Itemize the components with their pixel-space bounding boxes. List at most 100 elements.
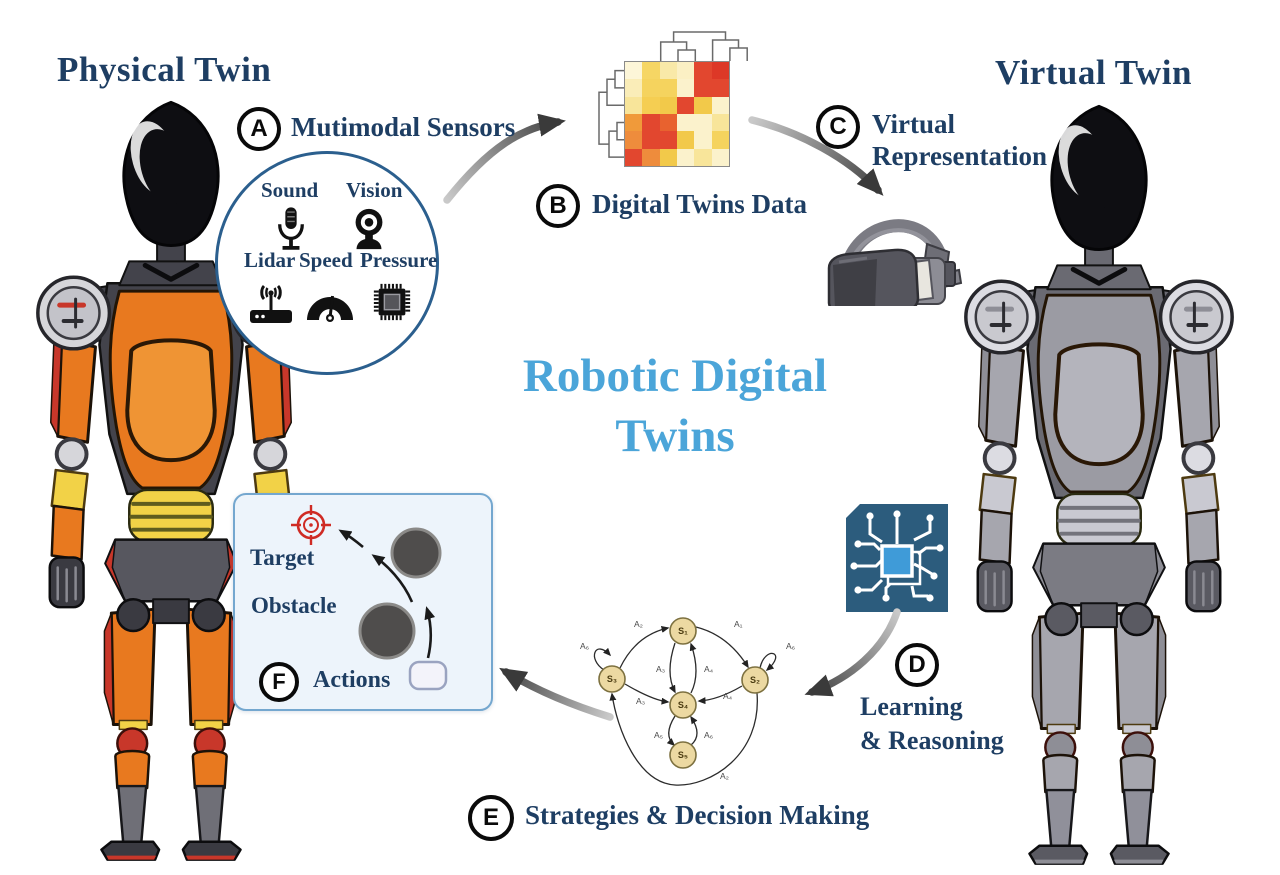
heatmap-cell [694,148,712,166]
actions-scene [338,527,448,691]
step-letter-b: B [549,192,567,219]
step-badge-e: E [468,795,514,841]
heatmap-cell [711,148,729,166]
arrow-learning-to-strategies [804,608,901,697]
step-badge-f: F [259,662,299,702]
heatmap-cell [711,79,729,97]
step-label-b: Digital Twins Data [592,189,808,219]
agent-marker [408,660,448,691]
heatmap-top-dendrogram [659,31,748,61]
action-arrow-2 [371,554,414,603]
state-node-s5 [669,741,697,769]
state-edge-label: A₃ [656,664,665,674]
heatmap-cell [711,131,729,149]
state-node-s2 [741,666,769,694]
main-title-line1: Robotic Digital [522,350,828,402]
step-label-d-line2: & Reasoning [860,726,1004,755]
step-badge-b: B [536,184,580,228]
heatmap-cell [659,114,677,132]
heatmap-cell [694,131,712,149]
step-label-d-line1: Learning [860,692,963,721]
state-node-label: S₂ [750,675,760,685]
step-label-a: Mutimodal Sensors [291,112,516,142]
obstacle-circle-top [390,527,442,579]
state-edge-label: A₅ [654,730,663,740]
heatmap-cell [677,148,695,166]
main-title-line2: Twins [615,410,735,463]
state-edge-label: A₂ [634,619,643,629]
heatmap-cell [625,62,643,80]
step-label-c-line1: Virtual [872,109,955,139]
sensor-circle: Sound Vision Lidar Speed Pressure [215,151,439,375]
heatmap-cell [659,96,677,114]
step-letter-e: E [482,804,499,831]
heatmap-cell [625,131,643,149]
digital-twins-data-heatmap [593,28,748,170]
heatmap-cell [694,62,712,80]
heatmap-cell [677,79,695,97]
step-badge-d: D [895,643,939,687]
sensor-label-pressure: Pressure [360,248,438,272]
heatmap-cell [711,114,729,132]
state-edge-label: A₆ [704,730,713,740]
pressure-chip-icon [373,283,411,321]
heatmap-cell [711,96,729,114]
step-letter-d: D [908,651,926,678]
state-node-label: S₃ [607,674,617,684]
state-node-s4 [669,691,697,719]
heatmap-cell [694,79,712,97]
step-badge-c: C [816,105,860,149]
sensor-label-speed: Speed [299,248,353,272]
action-arrow-3 [338,529,364,548]
step-letter-c: C [829,113,847,140]
state-edge-label: A₃ [636,696,645,706]
step-letter-f: F [272,669,286,694]
heatmap-cell [625,79,643,97]
target-icon [291,505,331,545]
heatmap-cell [642,62,660,80]
step-badge-a: A [237,107,281,151]
target-label: Target [250,545,315,570]
heatmap-cell [642,96,660,114]
state-node-label: S₅ [678,750,688,760]
state-edge-label: A₁ [734,619,743,629]
heatmap-cell [694,114,712,132]
heatmap-cell [677,62,695,80]
vr-headset-icon [827,219,963,306]
step-label-e: Strategies & Decision Making [525,800,870,830]
heatmap-cell [659,62,677,80]
microphone-icon [278,207,304,250]
heatmap-cell [625,96,643,114]
state-node-label: S₁ [678,626,688,636]
state-node-label: S₄ [678,700,688,710]
heatmap-cell [625,148,643,166]
heatmap-cell [694,96,712,114]
main-title: Robotic Digital Twins [440,346,910,466]
step-label-f: Actions [313,667,391,693]
step-letter-a: A [250,115,268,142]
heatmap-cell [625,114,643,132]
heatmap-cell [642,114,660,132]
state-edge-label: A₄ [723,691,733,701]
heatmap-cell [659,131,677,149]
obstacle-label: Obstacle [251,593,337,618]
circuit-chip-icon [846,504,948,612]
gauge-icon [307,295,353,322]
action-arrow-1 [424,606,436,659]
virtual-twin-title: Virtual Twin [995,53,1192,92]
heatmap-cell [642,131,660,149]
heatmap-cell [711,62,729,80]
step-label-c-line2: Representation [872,141,1047,171]
obstacle-circle-bottom [358,602,416,660]
sensor-label-sound: Sound [261,178,319,202]
heatmap-cell [677,131,695,149]
webcam-icon [355,208,383,250]
sensor-label-vision: Vision [346,178,403,202]
heatmap-cell [659,148,677,166]
physical-twin-title: Physical Twin [57,50,272,89]
state-node-s1 [669,617,697,645]
heatmap-cell [642,148,660,166]
state-edge-label: A₆ [580,641,589,651]
heatmap-cell [677,96,695,114]
